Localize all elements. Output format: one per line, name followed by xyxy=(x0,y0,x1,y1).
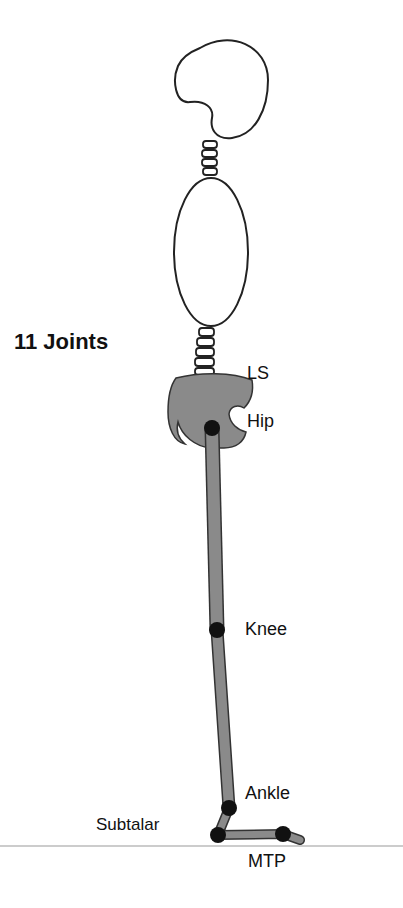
floor-line xyxy=(0,846,403,847)
joint-label: LS xyxy=(247,364,269,384)
trunk-outline xyxy=(174,178,248,326)
head-outline xyxy=(175,40,268,138)
joint-label: MTP xyxy=(248,852,286,872)
cervical-vertebrae xyxy=(202,141,217,175)
joint-label: Knee xyxy=(245,620,287,640)
joint-label: Subtalar xyxy=(96,816,159,835)
leg-segments xyxy=(212,428,300,840)
joint-label: Hip xyxy=(247,412,274,432)
lumbar-vertebrae xyxy=(195,328,214,375)
joint-label: Ankle xyxy=(245,784,290,804)
figure-heading: 11 Joints xyxy=(14,330,108,354)
joint-dots xyxy=(204,420,291,843)
